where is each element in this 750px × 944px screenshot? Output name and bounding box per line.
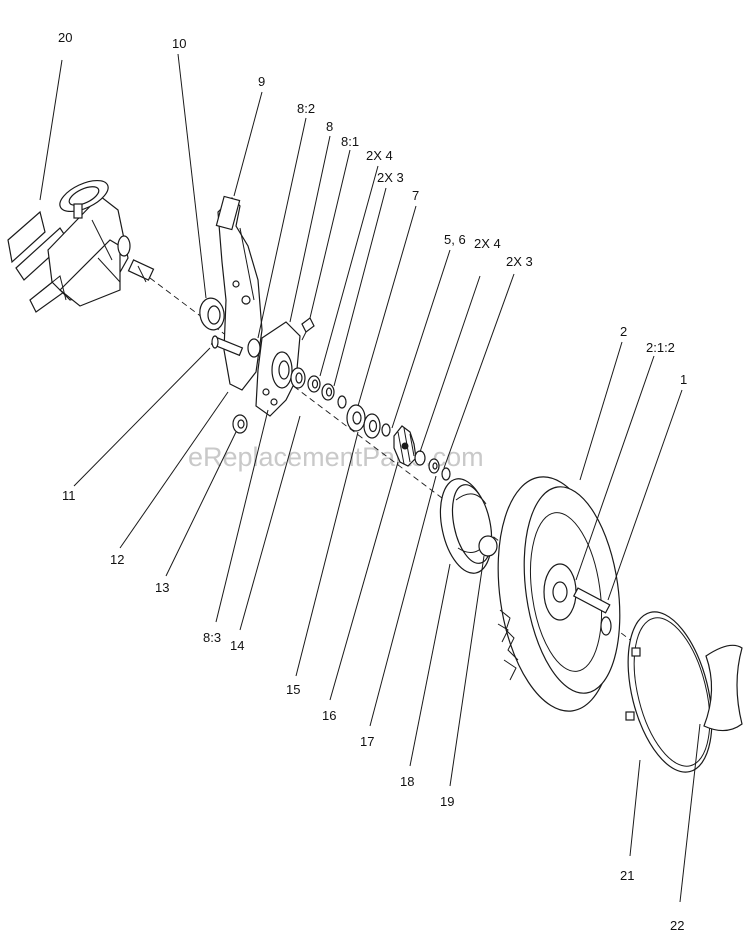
callout-2x3-a: 2X 3 xyxy=(377,170,404,185)
washer-stack-b xyxy=(414,450,451,481)
height-adjust-lever xyxy=(215,195,263,391)
callout-14: 14 xyxy=(230,638,244,653)
wheel-cover-cap xyxy=(703,644,743,732)
callout-8-1: 8:1 xyxy=(341,134,359,149)
lock-nut xyxy=(232,414,248,434)
callout-2x4-b: 2X 4 xyxy=(474,236,501,251)
pivot-bolt xyxy=(210,335,244,357)
wheel-bearing xyxy=(346,404,381,439)
axle-bolt xyxy=(572,587,612,636)
callout-22: 22 xyxy=(670,918,684,933)
callout-labels: 20 10 9 8:2 8 8:1 2X 4 2X 3 7 5, 6 2X 4 … xyxy=(58,30,687,933)
callout-20: 20 xyxy=(58,30,72,45)
callout-8-3: 8:3 xyxy=(203,630,221,645)
callout-17: 17 xyxy=(360,734,374,749)
callout-19: 19 xyxy=(440,794,454,809)
transmission-assembly xyxy=(7,179,155,313)
callout-2x3-b: 2X 3 xyxy=(506,254,533,269)
bracket-screw xyxy=(301,317,315,341)
rear-wheel xyxy=(497,476,621,712)
callout-10: 10 xyxy=(172,36,186,51)
callout-11: 11 xyxy=(62,488,76,503)
callout-8-2: 8:2 xyxy=(297,101,315,116)
washer-stack-a xyxy=(290,367,347,409)
leader-lines xyxy=(39,53,701,903)
callout-2: 2 xyxy=(620,324,627,339)
callout-16: 16 xyxy=(322,708,336,723)
callout-1: 1 xyxy=(680,372,687,387)
callout-9: 9 xyxy=(258,74,265,89)
drive-pinion-gear xyxy=(381,423,417,467)
callout-13: 13 xyxy=(155,580,169,595)
callout-5-6: 5, 6 xyxy=(444,232,466,247)
callout-15: 15 xyxy=(286,682,300,697)
callout-2-1-2: 2:1:2 xyxy=(646,340,675,355)
hubcap-ring xyxy=(625,611,713,773)
spacer-washer xyxy=(199,297,225,331)
callout-18: 18 xyxy=(400,774,414,789)
callout-8: 8 xyxy=(326,119,333,134)
wheel-bracket xyxy=(247,321,301,417)
callout-12: 12 xyxy=(110,552,124,567)
callout-2x4-a: 2X 4 xyxy=(366,148,393,163)
callout-21: 21 xyxy=(620,868,634,883)
wheel-hub-cup xyxy=(439,478,498,574)
callout-7: 7 xyxy=(412,188,419,203)
